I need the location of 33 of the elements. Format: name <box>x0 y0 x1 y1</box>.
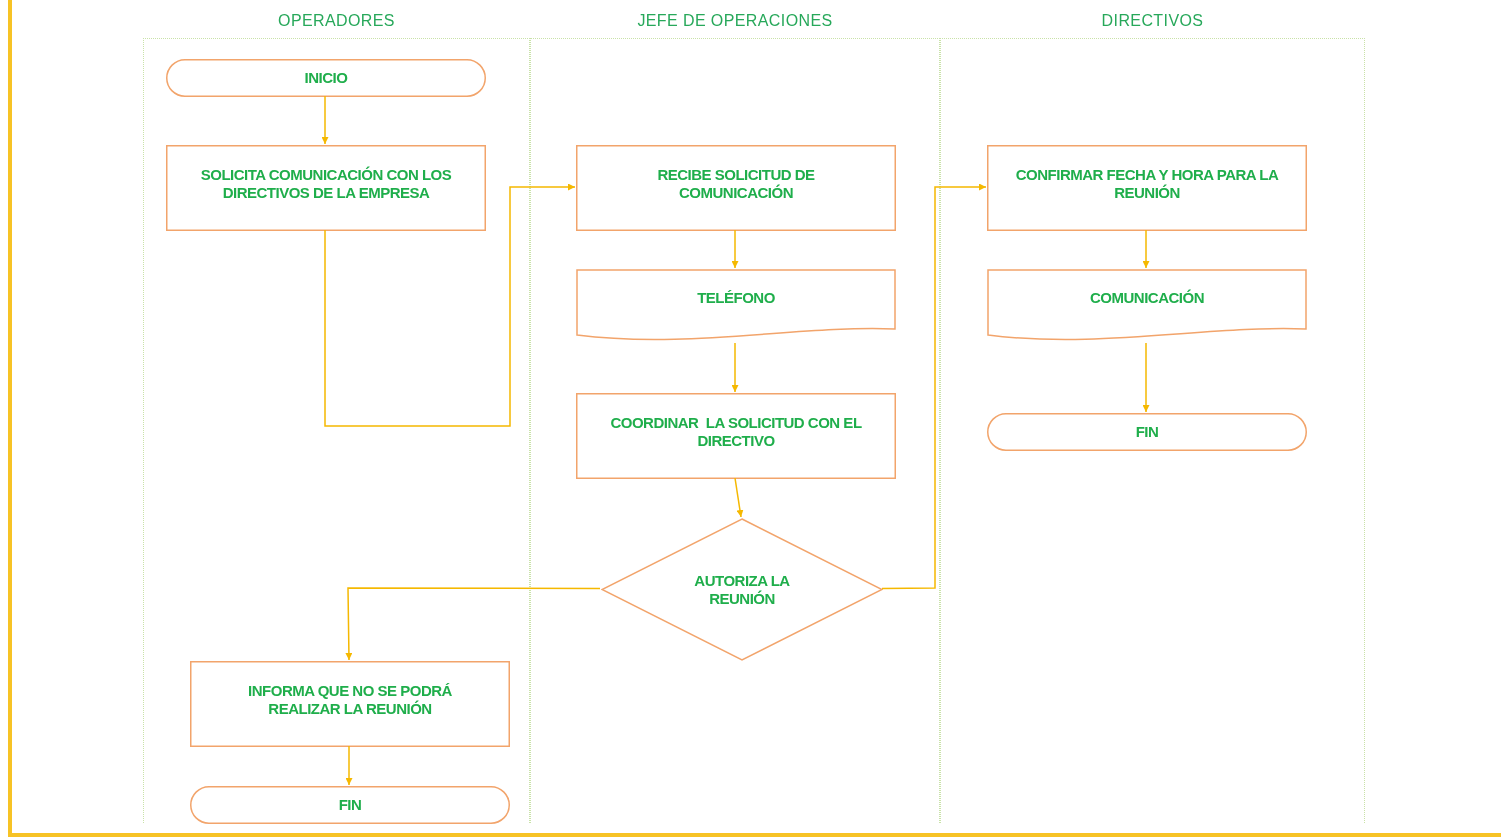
arrow <box>1142 229 1150 269</box>
terminal-pill <box>190 786 510 824</box>
decision-diamond <box>601 518 883 661</box>
node-label: AUTORIZA LA REUNIÓN <box>693 571 791 608</box>
node-label: INFORMA QUE NO SE PODRÁ REALIZAR LA REUNIÓN <box>247 682 453 718</box>
node-label: CONFIRMAR FECHA Y HORA PARA LA REUNIÓN <box>1014 166 1280 202</box>
node-label: SOLICITA COMUNICACIÓN CON LOS DIRECTIVOS DE LA EMPRESA <box>199 166 453 202</box>
terminal-pill <box>166 59 486 97</box>
lane-heading: DIRECTIVOS <box>1100 11 1205 31</box>
node-label: FIN <box>1135 423 1159 441</box>
node-label: FIN <box>338 796 362 814</box>
terminal-pill <box>987 413 1307 451</box>
arrow <box>734 477 744 518</box>
arrow <box>1142 342 1150 413</box>
arrow <box>321 95 329 145</box>
arrow <box>345 587 601 661</box>
node-label: INICIO <box>304 69 348 87</box>
process-box <box>190 661 510 747</box>
process-box <box>576 393 896 479</box>
node-label: COMUNICACIÓN <box>1090 289 1204 307</box>
node-label: COORDINAR LA SOLICITUD CON EL DIRECTIVO <box>609 414 863 450</box>
arrow <box>345 745 353 786</box>
process-box <box>987 145 1307 231</box>
process-box <box>576 145 896 231</box>
lane-heading: OPERADORES <box>277 11 396 31</box>
arrow <box>881 183 987 590</box>
arrow <box>324 183 576 427</box>
node-label: TELÉFONO <box>697 289 775 307</box>
process-box <box>166 145 486 231</box>
arrow <box>731 229 739 269</box>
lane-heading: JEFE DE OPERACIONES <box>636 11 834 31</box>
node-label: RECIBE SOLICITUD DE COMUNICACIÓN <box>656 166 816 202</box>
arrow <box>731 342 739 393</box>
